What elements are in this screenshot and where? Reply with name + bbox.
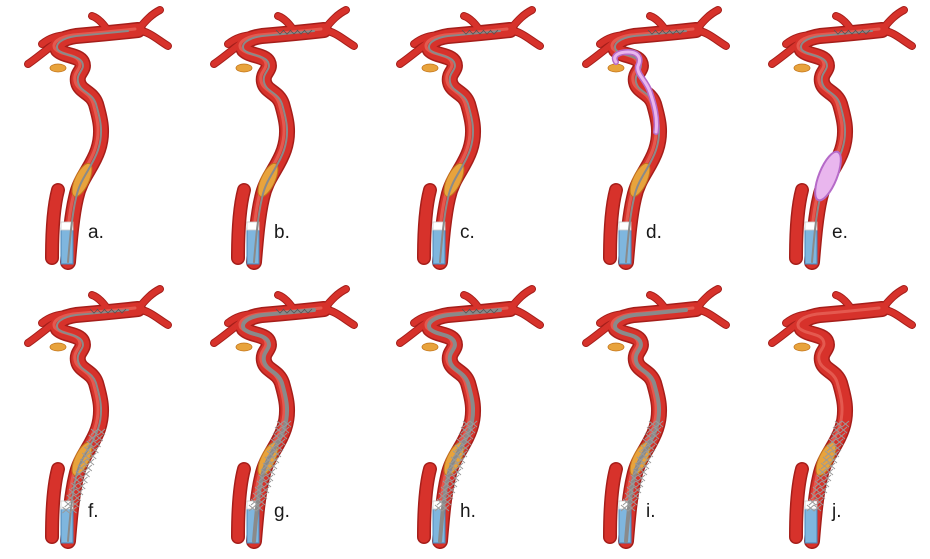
step-label: i.: [646, 501, 656, 522]
artery-vessel: [582, 285, 730, 549]
step-label: c.: [460, 222, 475, 243]
stent-mesh: [248, 420, 292, 512]
step-label: e.: [832, 222, 848, 243]
carotid-artery-illustration: [210, 285, 358, 549]
guide-wire: [428, 30, 501, 263]
guide-wire: [614, 30, 687, 263]
carotid-artery-illustration: [582, 6, 730, 270]
guide-wire: [56, 30, 129, 263]
embolic-filter: [461, 29, 499, 35]
step-label: b.: [274, 222, 290, 243]
stent-mesh: [806, 420, 850, 512]
procedure-step-panel: f.: [0, 279, 186, 558]
embolic-filter: [275, 308, 313, 314]
procedure-step-panel: c.: [372, 0, 558, 279]
carotid-artery-illustration: [768, 285, 916, 549]
carotid-artery-illustration: [582, 285, 730, 549]
step-label: f.: [88, 501, 99, 522]
embolic-filter: [89, 308, 127, 314]
artery-vessel: [768, 285, 916, 549]
step-label: g.: [274, 501, 290, 522]
procedure-step-panel: j.: [744, 279, 930, 558]
step-label: j.: [832, 501, 842, 522]
carotid-artery-illustration: [396, 6, 544, 270]
step-label: d.: [646, 222, 662, 243]
procedure-step-panel: h.: [372, 279, 558, 558]
step-label: h.: [460, 501, 476, 522]
carotid-artery-illustration: [24, 6, 172, 270]
procedure-step-panel: a.: [0, 0, 186, 279]
stent-mesh: [434, 420, 478, 512]
procedure-step-panel: b.: [186, 0, 372, 279]
embolic-filter: [833, 29, 871, 35]
carotid-artery-illustration: [768, 6, 916, 270]
procedure-step-panel: g.: [186, 279, 372, 558]
step-label: a.: [88, 222, 104, 243]
procedure-step-panel: e.: [744, 0, 930, 279]
guide-wire: [56, 309, 129, 542]
carotid-artery-illustration: [210, 6, 358, 270]
carotid-artery-illustration: [24, 285, 172, 549]
stent-mesh: [620, 420, 664, 512]
stent-mesh: [62, 428, 106, 514]
procedure-step-panel: i.: [558, 279, 744, 558]
embolic-filter: [461, 308, 499, 314]
embolic-filter: [275, 29, 313, 35]
embolic-filter: [647, 29, 685, 35]
procedure-step-panel: d.: [558, 0, 744, 279]
angioplasty-balloon: [814, 150, 842, 202]
carotid-artery-illustration: [396, 285, 544, 549]
guide-wire: [242, 30, 315, 263]
